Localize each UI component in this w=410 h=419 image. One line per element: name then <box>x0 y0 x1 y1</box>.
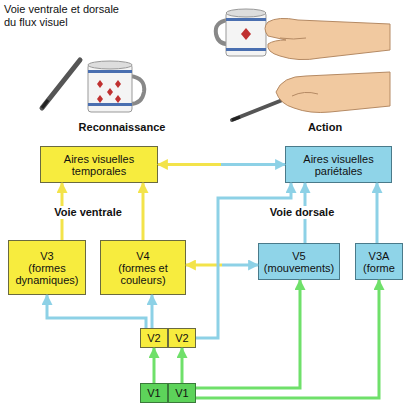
pathway-arrow <box>196 280 379 398</box>
area-name: V1 <box>147 387 160 399</box>
visual-area-box: V1 <box>140 383 168 403</box>
pencil-left <box>42 60 80 108</box>
area-name: Aires visuelles temporales <box>41 153 157 177</box>
hand-pinch <box>276 72 390 113</box>
visual-area-box: V2 <box>140 328 168 348</box>
visual-area-box: V3(formes dynamiques) <box>8 240 86 295</box>
mug-right <box>216 9 266 56</box>
pathway-arrow <box>47 295 146 328</box>
pathway-label: Voie ventrale <box>50 206 126 219</box>
visual-area-box: V4(formes et couleurs) <box>100 240 186 295</box>
pathway-arrow <box>181 348 184 383</box>
mug-left <box>88 61 144 112</box>
area-name: V4 <box>136 250 149 262</box>
pathway-label: Action <box>290 121 360 134</box>
area-name: V5 <box>292 250 305 262</box>
area-name: V1 <box>175 387 188 399</box>
pathway-arrow <box>142 183 145 240</box>
pathway-arrow <box>153 348 156 383</box>
pathway-arrow <box>151 295 154 328</box>
area-name: Aires visuelles pariétales <box>286 153 391 177</box>
area-function: (forme <box>363 262 395 274</box>
visual-area-box: V3A(forme <box>355 243 403 280</box>
area-function: (mouvements) <box>264 262 334 274</box>
area-name: V3A <box>369 250 390 262</box>
pathway-arrow <box>186 264 258 267</box>
visual-area-box: V1 <box>168 383 196 403</box>
area-name: V2 <box>175 332 188 344</box>
pathway-arrow <box>376 183 379 243</box>
pathway-label: Reconnaissance <box>62 121 182 134</box>
cortex-area-box: Aires visuelles pariétales <box>285 146 392 183</box>
pathway-label: Voie dorsale <box>262 206 342 219</box>
pathway-arrow <box>196 280 300 388</box>
pathway-arrow <box>158 163 285 166</box>
area-name: V2 <box>147 332 160 344</box>
area-name: V3 <box>40 250 53 262</box>
diagram-title: Voie ventrale et dorsale du flux visuel <box>4 3 134 29</box>
hand-grasp <box>265 18 390 59</box>
area-function: (formes et couleurs) <box>101 262 185 286</box>
visual-area-box: V2 <box>168 328 196 348</box>
cortex-area-box: Aires visuelles temporales <box>40 146 158 183</box>
visual-area-box: V5(mouvements) <box>258 243 340 280</box>
area-function: (formes dynamiques) <box>9 262 85 286</box>
